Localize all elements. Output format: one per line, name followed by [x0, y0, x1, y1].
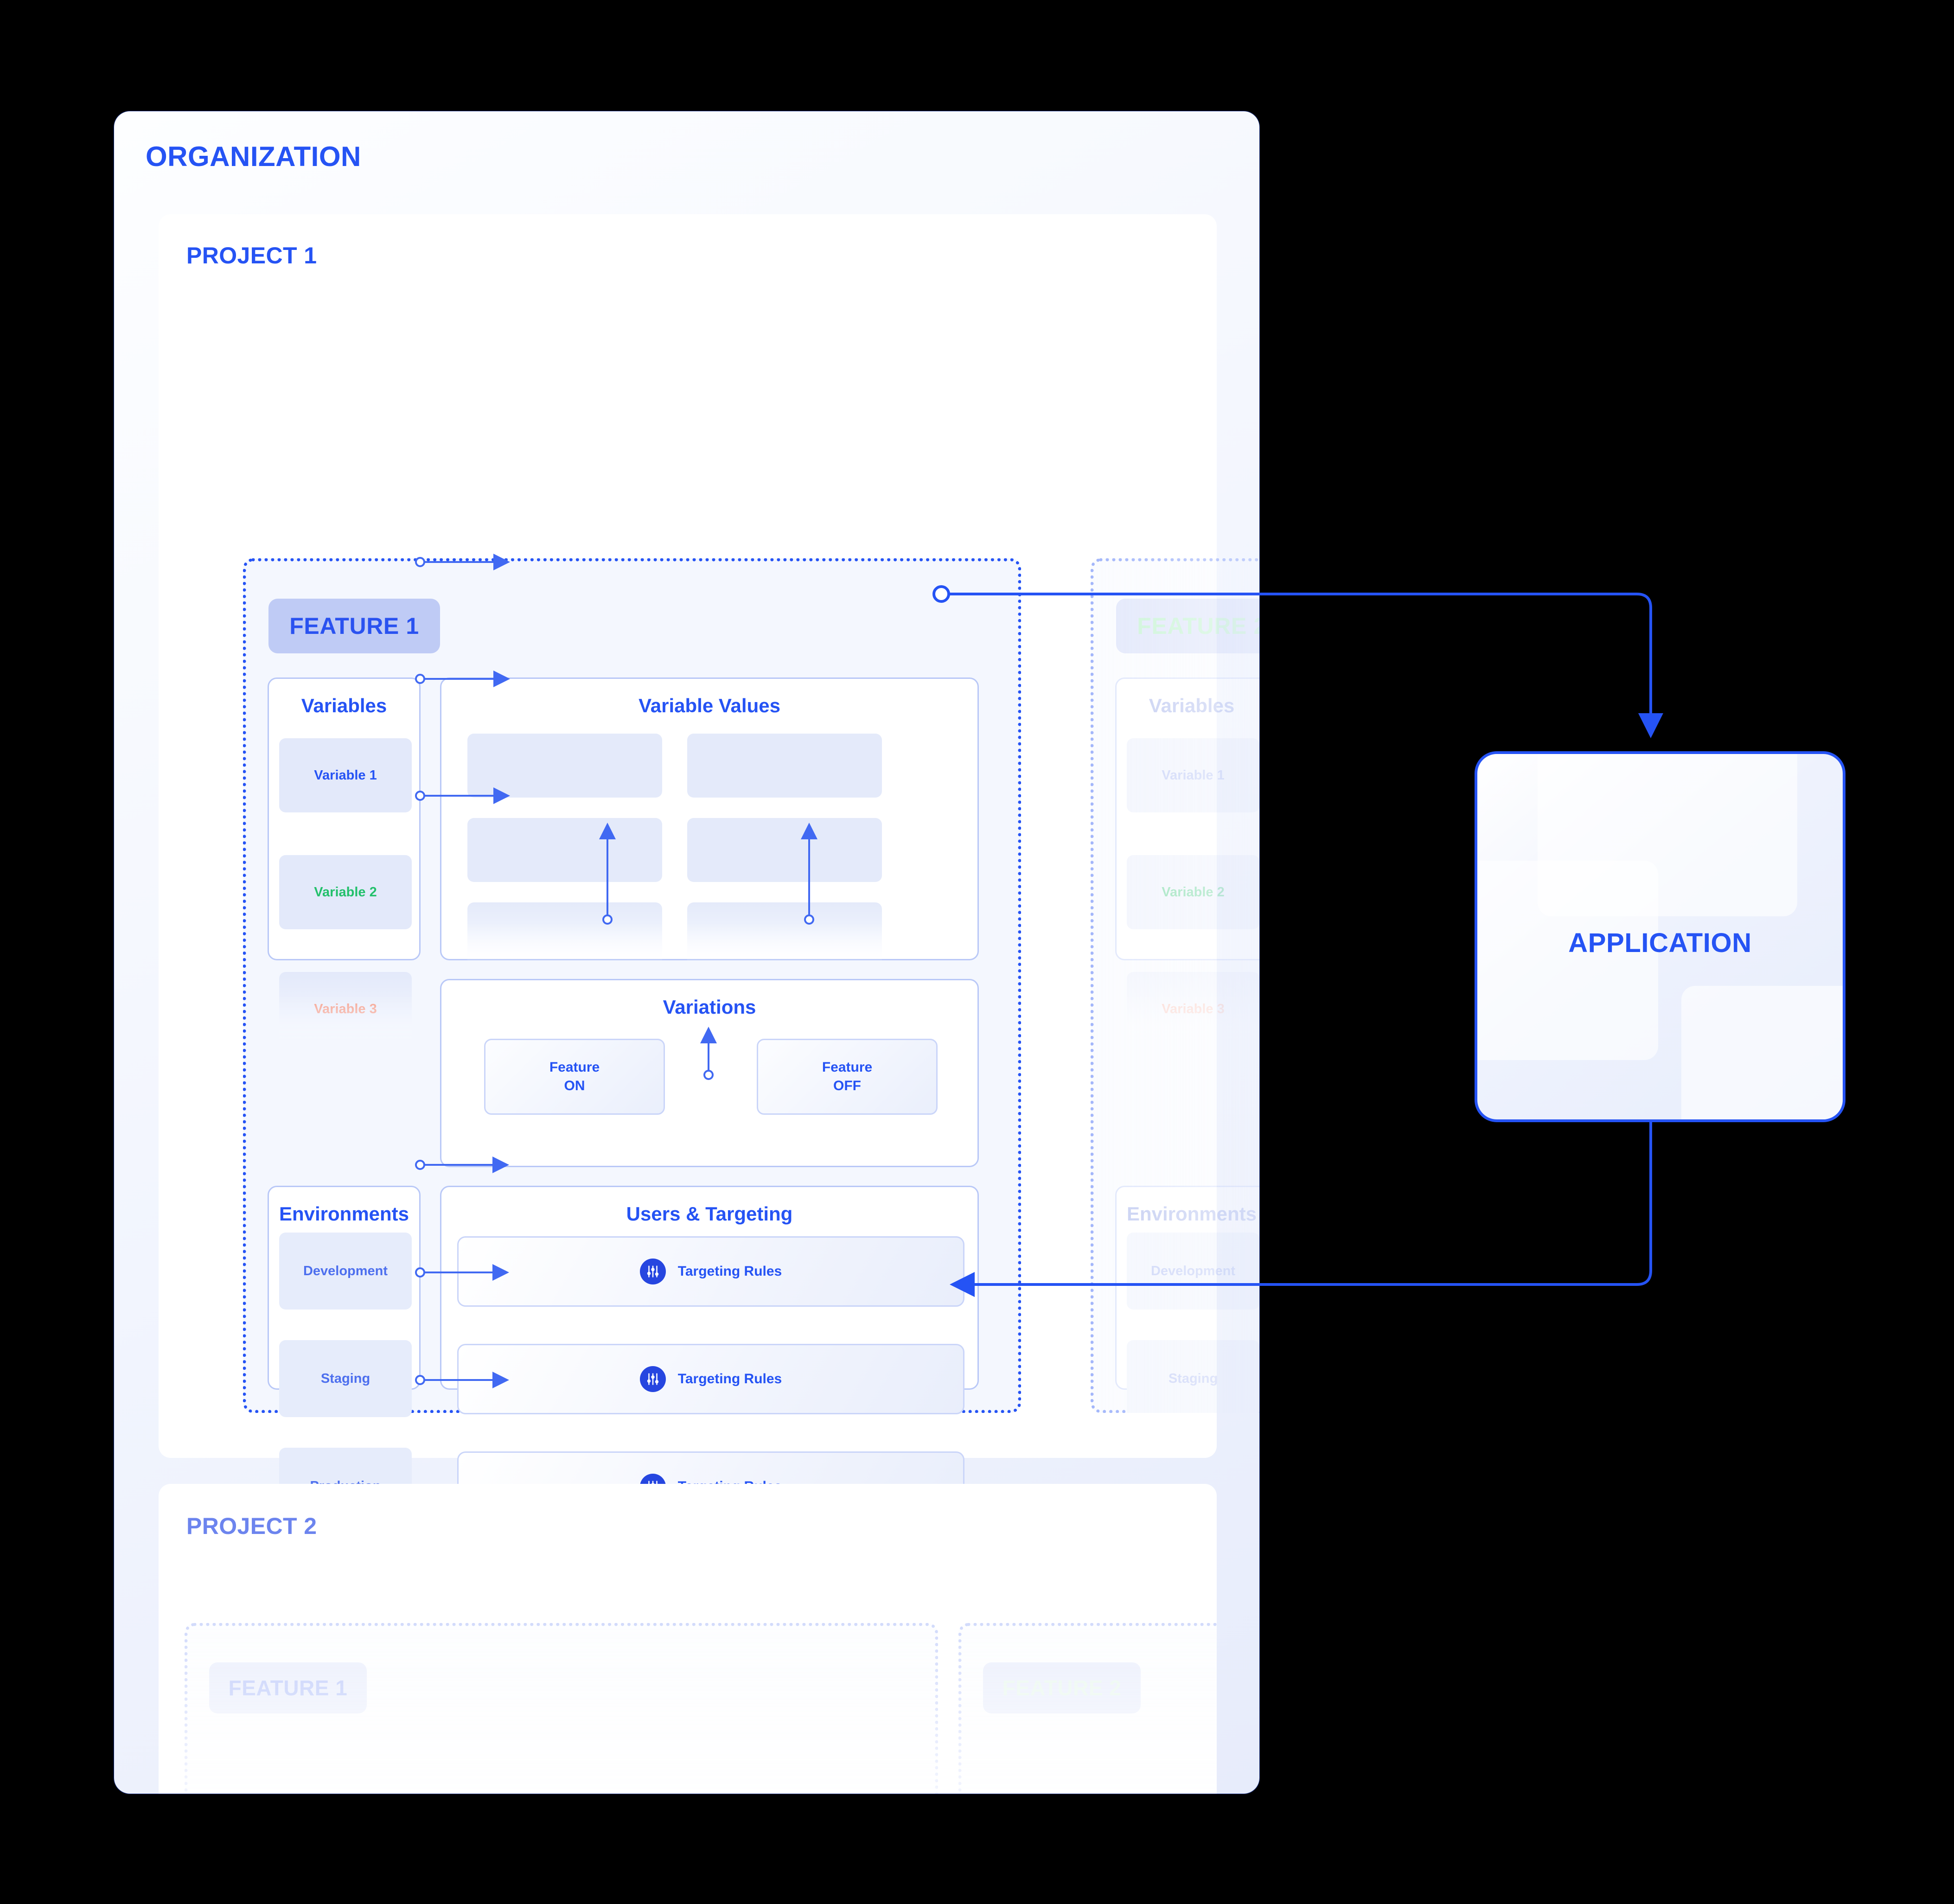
variables-panel-title-feature-2: Variables [1149, 695, 1235, 716]
variable-chip-2-feature-2[interactable]: Variable 2 [1127, 855, 1259, 929]
targeting-rule-label-1: Targeting Rules [677, 1264, 782, 1279]
environment-chip-staging[interactable]: Staging [279, 1340, 412, 1417]
variation-feature-off[interactable]: Feature OFF [757, 1039, 938, 1115]
feature-1-panel[interactable]: FEATURE 1 Variables Variable 1 Variable … [243, 558, 1021, 1525]
variable-chip-3[interactable]: Variable 3 [279, 972, 412, 1046]
variable-values-panel-title: Variable Values [639, 695, 780, 716]
feature-2-badge[interactable]: FEATURE 2 [1116, 599, 1259, 653]
variables-panel-feature-2: Variables Variable 1 Variable 2 Variable… [1115, 677, 1259, 1046]
project-2-feature-1-badge[interactable]: FEATURE 1 [209, 1662, 367, 1713]
environment-chip-development-feature-2[interactable]: Development [1127, 1233, 1259, 1310]
variable-chip-2[interactable]: Variable 2 [279, 855, 412, 929]
variables-panel: Variables Variable 1 Variable 2 Variable… [268, 677, 421, 1046]
environments-panel-feature-2: Environments Development Staging Product… [1115, 1186, 1259, 1525]
variable-chip-3-feature-2[interactable]: Variable 3 [1127, 972, 1259, 1046]
variations-panel: Variations Feature ON Feature OFF [440, 979, 979, 1167]
environment-chip-staging-feature-2[interactable]: Staging [1127, 1340, 1259, 1417]
value-cell-2-1[interactable] [467, 818, 662, 882]
environments-panel-title: Environments [279, 1203, 409, 1225]
targeting-rule-label-2: Targeting Rules [677, 1371, 782, 1386]
organization-card: ORGANIZATION PROJECT 1 FEATURE 1 Variabl… [114, 111, 1259, 1794]
value-cell-2-2[interactable] [687, 818, 882, 882]
sliders-icon [639, 1366, 666, 1392]
project-2-feature-2-panel[interactable]: FEATURE 2 [958, 1623, 1259, 1794]
variation-off-line-2: OFF [833, 1078, 861, 1093]
environments-panel: Environments Development Staging Product… [268, 1186, 421, 1525]
feature-2-panel-wrapper: FEATURE 2 Variables Variable 1 Variable … [1091, 558, 1259, 1525]
variable-chip-1[interactable]: Variable 1 [279, 738, 412, 812]
users-targeting-panel: Users & Targeting [440, 1186, 979, 1522]
organization-title: ORGANIZATION [146, 141, 361, 172]
value-cell-3-1[interactable] [467, 902, 662, 966]
variation-on-line-1: Feature [549, 1060, 600, 1075]
project-2-features-wrapper: FEATURE 1 FEATURE 2 [159, 1623, 1259, 1794]
application-box[interactable]: APPLICATION [1475, 751, 1845, 1122]
sliders-icon [639, 1259, 666, 1284]
targeting-rule-row-2[interactable]: Targeting Rules [457, 1344, 964, 1414]
variable-values-panel: Variable Values [440, 677, 979, 966]
project-1-card: PROJECT 1 FEATURE 1 Variables Variable 1… [159, 214, 1259, 1525]
project-2-card: PROJECT 2 FEATURE 1 FEATURE 2 [159, 1484, 1259, 1794]
value-cell-1-1[interactable] [467, 734, 662, 798]
project-2-feature-1-panel[interactable]: FEATURE 1 [185, 1623, 938, 1794]
variables-panel-title: Variables [301, 695, 387, 716]
project-2-title: PROJECT 2 [186, 1513, 317, 1539]
feature-2-panel[interactable]: FEATURE 2 Variables Variable 1 Variable … [1091, 558, 1259, 1525]
variations-panel-title: Variations [663, 996, 756, 1018]
variable-chip-1-feature-2[interactable]: Variable 1 [1127, 738, 1259, 812]
variation-feature-on[interactable]: Feature ON [484, 1039, 665, 1115]
feature-1-badge[interactable]: FEATURE 1 [268, 599, 440, 653]
variation-off-line-1: Feature [822, 1060, 873, 1075]
project-1-title: PROJECT 1 [186, 243, 317, 268]
variation-on-line-2: ON [564, 1078, 585, 1093]
environments-panel-title-feature-2: Environments [1126, 1203, 1257, 1225]
application-decoration-2 [1477, 861, 1658, 1060]
value-cell-1-2[interactable] [687, 734, 882, 798]
users-targeting-panel-title: Users & Targeting [626, 1203, 793, 1225]
project-2-feature-2-badge[interactable]: FEATURE 2 [983, 1662, 1141, 1713]
targeting-rule-row-1[interactable]: Targeting Rules [457, 1236, 964, 1307]
application-label: APPLICATION [1568, 928, 1752, 958]
value-cell-3-2[interactable] [687, 902, 882, 966]
application-decoration-3 [1681, 986, 1843, 1119]
environment-chip-development[interactable]: Development [279, 1233, 412, 1310]
